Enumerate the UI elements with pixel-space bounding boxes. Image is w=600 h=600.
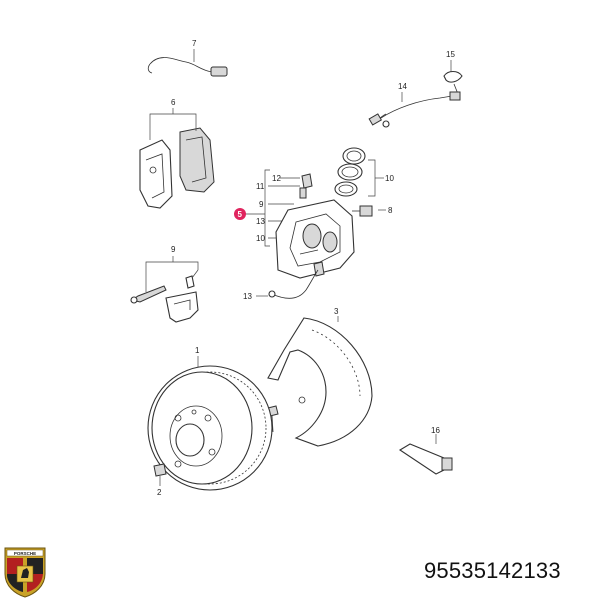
caliper-subparts-bracket: 12 11 9 13 10 5: [234, 169, 313, 247]
crest-brand-text: PORSCHE: [14, 551, 36, 556]
callout-11: 11: [256, 182, 265, 191]
brake-line-part-13: 13: [243, 269, 319, 301]
dust-shield-part-3: 3: [267, 307, 373, 447]
callout-15: 15: [446, 50, 455, 59]
callout-12: 12: [272, 174, 281, 183]
seals-part-10-top: 10: [334, 147, 394, 197]
callout-1: 1: [195, 346, 200, 355]
callout-13-caliper: 13: [256, 217, 265, 226]
part-number: 95535142133: [424, 558, 561, 583]
callout-7: 7: [192, 39, 197, 48]
brake-caliper: [275, 199, 355, 279]
callout-13-line: 13: [243, 292, 252, 301]
callout-10-top: 10: [385, 174, 394, 183]
callout-14: 14: [398, 82, 407, 91]
callout-3: 3: [334, 307, 339, 316]
porsche-crest-logo: PORSCHE: [4, 547, 46, 598]
brake-disc-part-1: 1: [147, 346, 273, 491]
bolt-part-2: 2: [153, 463, 167, 497]
wear-sensor-part-7: 7: [147, 39, 228, 77]
callout-16: 16: [431, 426, 440, 435]
grease-tube-part-16: 16: [398, 426, 453, 475]
callout-8: 8: [388, 206, 393, 215]
callout-6: 6: [171, 98, 176, 107]
callout-9-caliper: 9: [259, 200, 264, 209]
guide-pins-part-9: 9: [130, 245, 199, 323]
callout-5: 5: [238, 210, 243, 219]
clip-part-15: 15: [443, 50, 463, 99]
callout-10-caliper: 10: [256, 234, 265, 243]
brake-hose-part-14: 14: [368, 82, 461, 128]
callout-2: 2: [157, 488, 162, 497]
callout-5-highlight: [234, 208, 246, 220]
brake-pads-part-6: 6: [139, 98, 215, 209]
callout-9: 9: [171, 245, 176, 254]
bolt-part-8: 8: [352, 205, 393, 217]
